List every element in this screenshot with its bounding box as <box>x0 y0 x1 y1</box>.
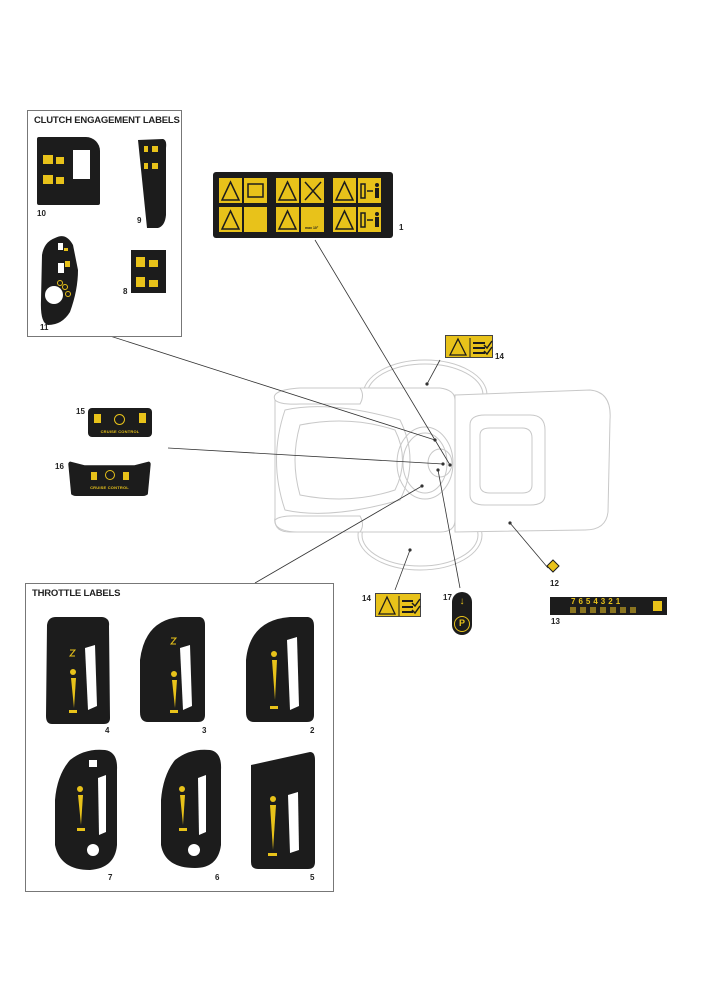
speed-bars <box>570 607 640 613</box>
tractor-icon <box>653 601 662 611</box>
parking-p-icon: P <box>454 616 470 632</box>
part-number-15: 15 <box>76 407 85 416</box>
part-number-16: 16 <box>55 462 64 471</box>
operator-icon <box>139 413 146 423</box>
part-number-1: 1 <box>399 223 404 232</box>
cruise-control-label-15[interactable]: CRUISE CONTROL <box>88 408 152 437</box>
cutout-window <box>73 150 90 179</box>
part-number-13: 13 <box>551 617 560 626</box>
clutch-section-title: CLUTCH ENGAGEMENT LABELS <box>34 115 180 126</box>
part-number-9: 9 <box>137 216 142 225</box>
part-number-17: 17 <box>443 593 452 602</box>
part-number-11: 11 <box>40 323 49 332</box>
mower-deck-icon <box>56 177 64 184</box>
clutch-label-10[interactable] <box>37 137 100 205</box>
operator-seat-icon <box>136 257 145 267</box>
operator-seat-icon <box>43 175 53 184</box>
warning-label-14-bottom[interactable] <box>375 593 421 617</box>
part-number-3: 3 <box>202 726 207 735</box>
speedometer-icon <box>105 470 115 480</box>
part-number-2: 2 <box>310 726 315 735</box>
part-number-14-top: 14 <box>495 352 504 361</box>
part-number-14-bottom: 14 <box>362 594 371 603</box>
part-number-8: 8 <box>123 287 128 296</box>
cruise-control-text: CRUISE CONTROL <box>90 485 129 490</box>
gear-speed-label-13[interactable]: 7654321 <box>550 597 667 615</box>
part-number-6: 6 <box>215 873 220 882</box>
max-slope-text: max 10° <box>305 226 319 230</box>
mower-deck-icon <box>149 280 158 287</box>
warning-triangle-icon <box>377 595 421 616</box>
mower-deck-icon <box>56 157 64 164</box>
operator-seat-icon <box>43 155 53 164</box>
throttle-labels-panel: THROTTLE LABELS <box>25 583 334 892</box>
part-number-5: 5 <box>310 873 315 882</box>
operator-icon <box>123 472 129 480</box>
operator-icon <box>94 414 101 423</box>
cruise-control-text: CRUISE CONTROL <box>100 429 140 434</box>
parking-brake-label-17[interactable]: ↓ P <box>452 592 472 635</box>
safety-warning-label-1[interactable]: max 10° <box>213 172 393 238</box>
arrow-down-icon: ↓ <box>459 596 465 607</box>
part-number-7: 7 <box>108 873 113 882</box>
part-number-4: 4 <box>105 726 110 735</box>
warning-triangle-icon <box>448 337 493 357</box>
speedometer-icon <box>114 414 125 425</box>
clutch-label-8[interactable] <box>131 250 166 293</box>
gear-digits: 7654321 <box>571 597 624 606</box>
warning-pictograms <box>219 178 381 232</box>
warning-label-14-top[interactable] <box>445 335 493 358</box>
operator-icon <box>91 472 97 480</box>
part-number-10: 10 <box>37 209 46 218</box>
cruise-control-label-16[interactable]: CRUISE CONTROL <box>68 461 151 496</box>
mower-deck-icon <box>149 260 158 267</box>
operator-seat-icon <box>136 277 145 287</box>
part-number-12: 12 <box>550 579 559 588</box>
throttle-section-title: THROTTLE LABELS <box>32 588 121 599</box>
